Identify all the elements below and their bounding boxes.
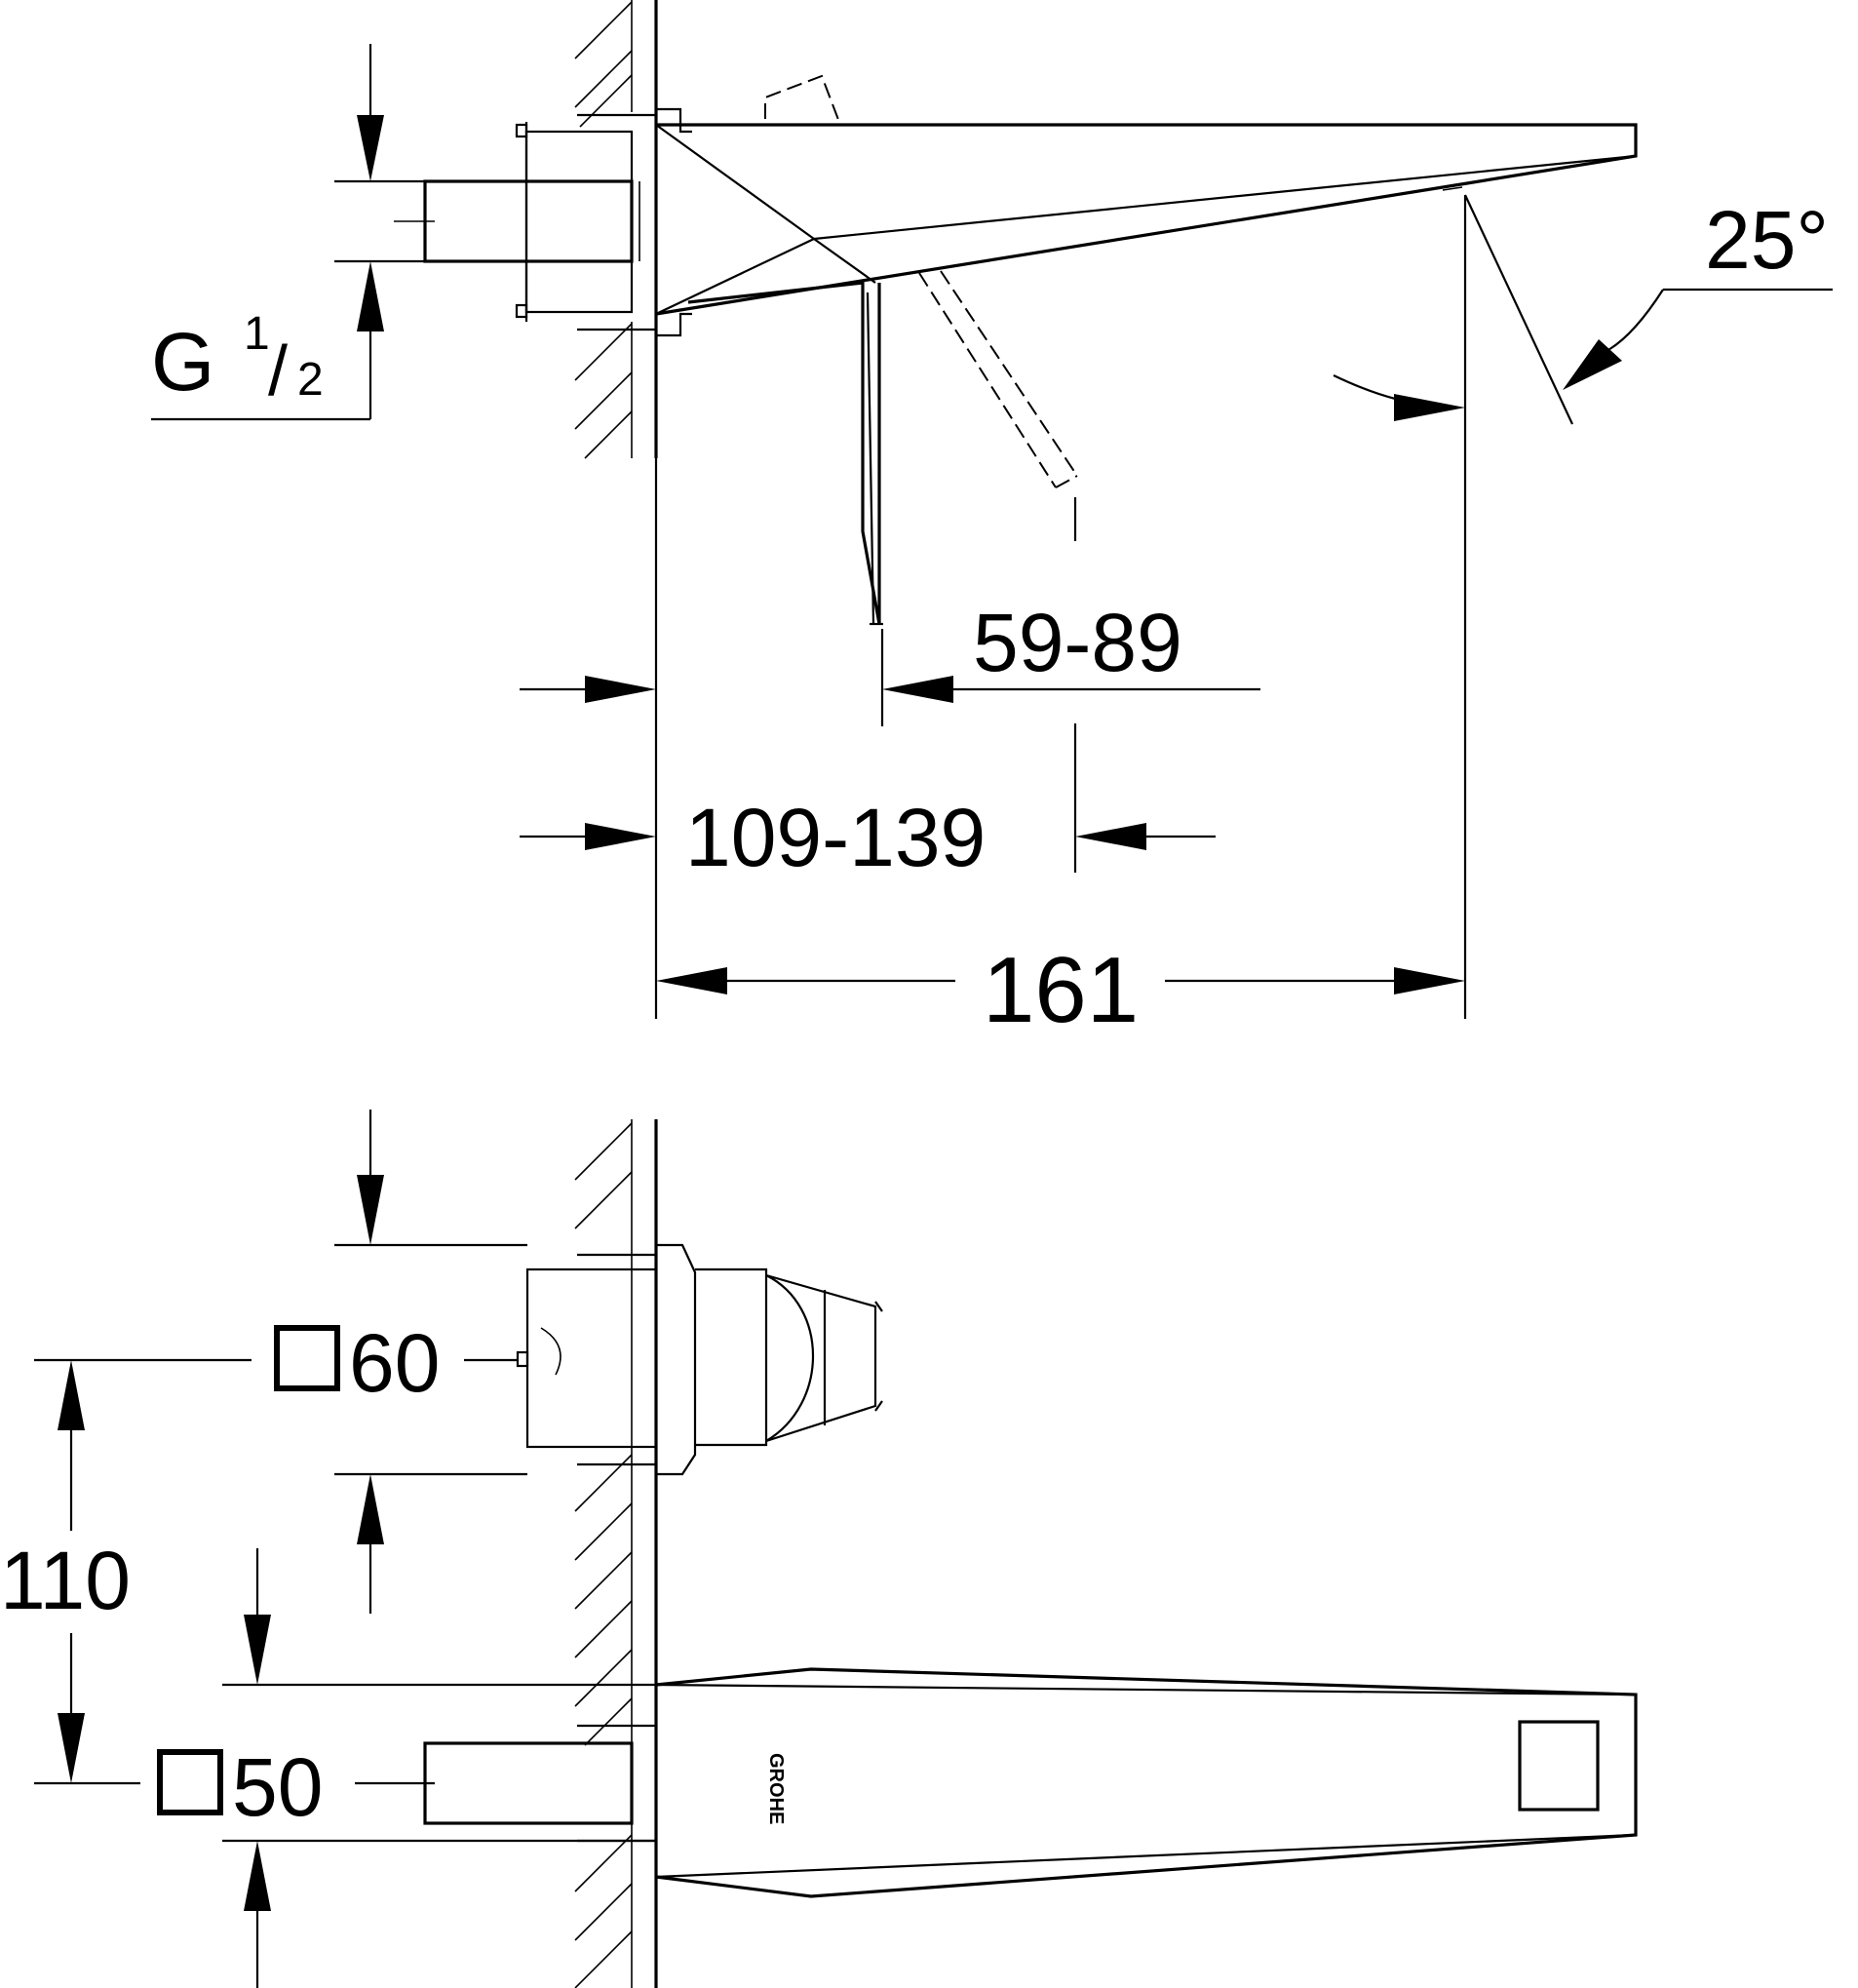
dim-109-139-label: 109-139 [685,792,986,883]
dim-161-label: 161 [983,938,1139,1042]
thread-label-g: G [151,316,214,408]
thread-dimension: G 1 / 2 [151,44,425,421]
dim-59-89: 59-89 [520,597,1260,726]
dim-square-60: 60 [274,1110,527,1614]
thread-label-num: 1 [244,308,270,360]
mounting-flange [515,107,692,337]
spout-body [655,123,1638,316]
lever-alt-position [764,74,1078,488]
dim-109-139: 109-139 [520,497,1216,883]
dim-110: 110 [0,1358,252,1785]
handle [540,1273,883,1443]
dim-square-60-label: 60 [349,1317,440,1409]
angle-label: 25° [1705,194,1829,286]
dim-161: 161 [654,458,1465,1042]
side-view: 25° G 1 / 2 59-89 [151,0,1833,1042]
dim-110-label: 110 [0,1535,131,1626]
dim-square-50-label: 50 [232,1741,323,1833]
square-symbol-50 [157,1749,223,1815]
logo-text: GROHE [765,1753,787,1824]
wall-bottom [574,1119,658,1988]
thread-label-den: 2 [297,354,324,406]
square-symbol-60 [274,1325,340,1391]
dim-square-50: 50 [157,1548,656,1988]
inlet-pipe [394,179,640,263]
front-view: GROHE 60 [0,1110,1638,1988]
outlet-pipe [423,1724,656,1843]
angle-dimension: 25° [1333,194,1833,1019]
wall-top [574,0,658,459]
handle-escutcheon [516,1243,768,1476]
thread-label-slash: / [268,332,288,410]
grohe-logo: GROHE [765,1753,787,1824]
dim-59-89-label: 59-89 [973,597,1182,688]
spout-front: GROHE [655,1667,1638,1898]
lever [687,281,883,626]
